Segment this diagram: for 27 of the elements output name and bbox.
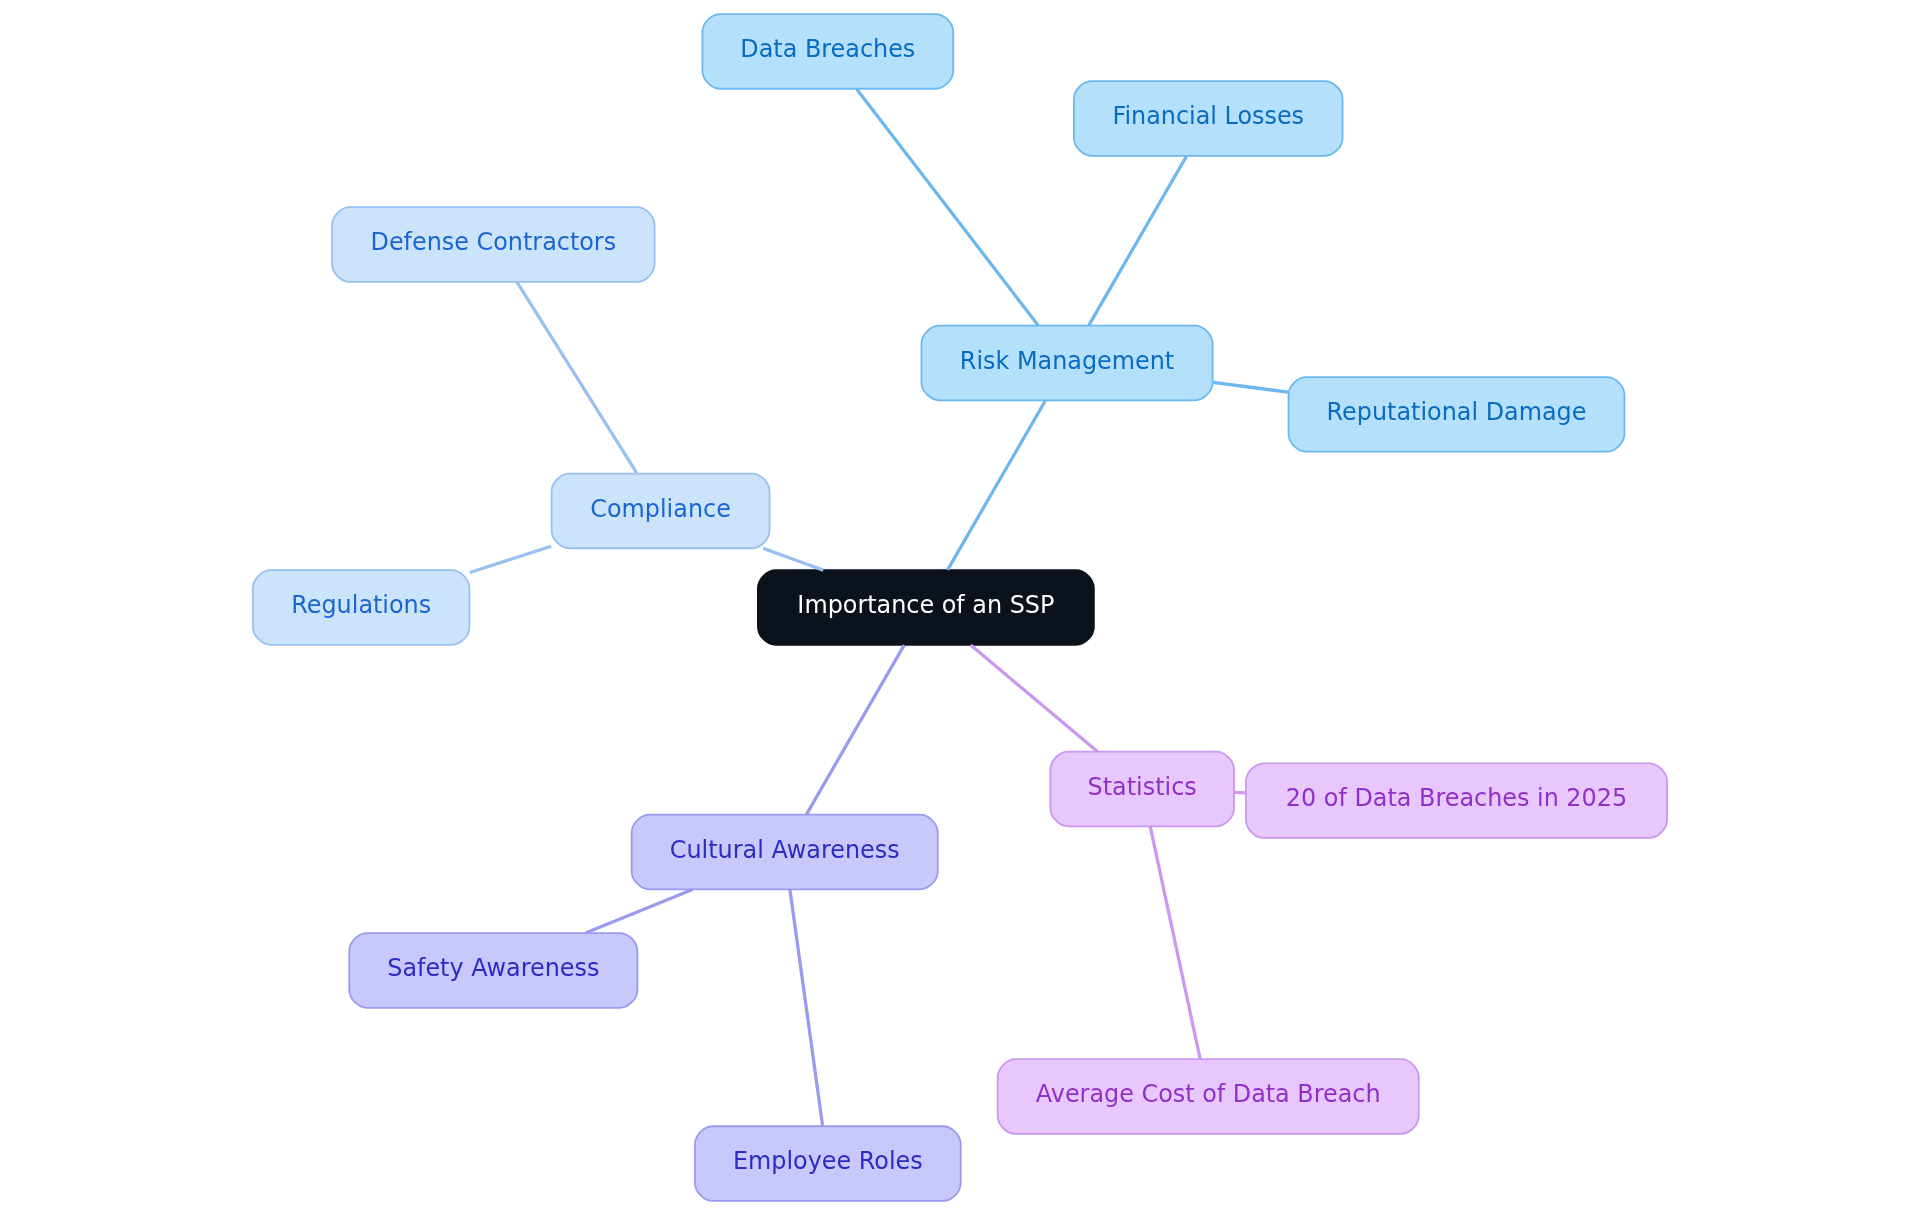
connector: [584, 887, 694, 935]
node-box: Importance of an SSP: [757, 569, 1095, 646]
connector: [969, 643, 1099, 753]
node-box: Reputational Damage: [1287, 376, 1626, 453]
node-box: Average Cost of Data Breach: [996, 1058, 1420, 1135]
connector: [515, 281, 639, 475]
node-box: Employee Roles: [694, 1125, 962, 1202]
connector: [1234, 790, 1246, 795]
node-box: Financial Losses: [1072, 80, 1344, 157]
node-box: Cultural Awareness: [630, 813, 939, 891]
connector: [469, 544, 552, 575]
connector: [805, 644, 906, 816]
connector: [946, 399, 1047, 571]
node-box: Statistics: [1049, 750, 1235, 828]
node-box: 20 of Data Breaches in 2025: [1245, 762, 1668, 839]
connector: [762, 546, 824, 572]
connector: [1212, 380, 1289, 394]
node-box: Risk Management: [920, 324, 1214, 402]
node-box: Compliance: [550, 472, 771, 550]
connector: [1087, 155, 1188, 327]
node-box: Regulations: [252, 569, 471, 646]
node-box: Defense Contractors: [331, 206, 656, 283]
connector: [1148, 826, 1202, 1060]
node-box: Safety Awareness: [348, 932, 639, 1009]
node-box: Data Breaches: [701, 13, 955, 90]
connector: [855, 88, 1040, 327]
connector: [788, 889, 825, 1127]
